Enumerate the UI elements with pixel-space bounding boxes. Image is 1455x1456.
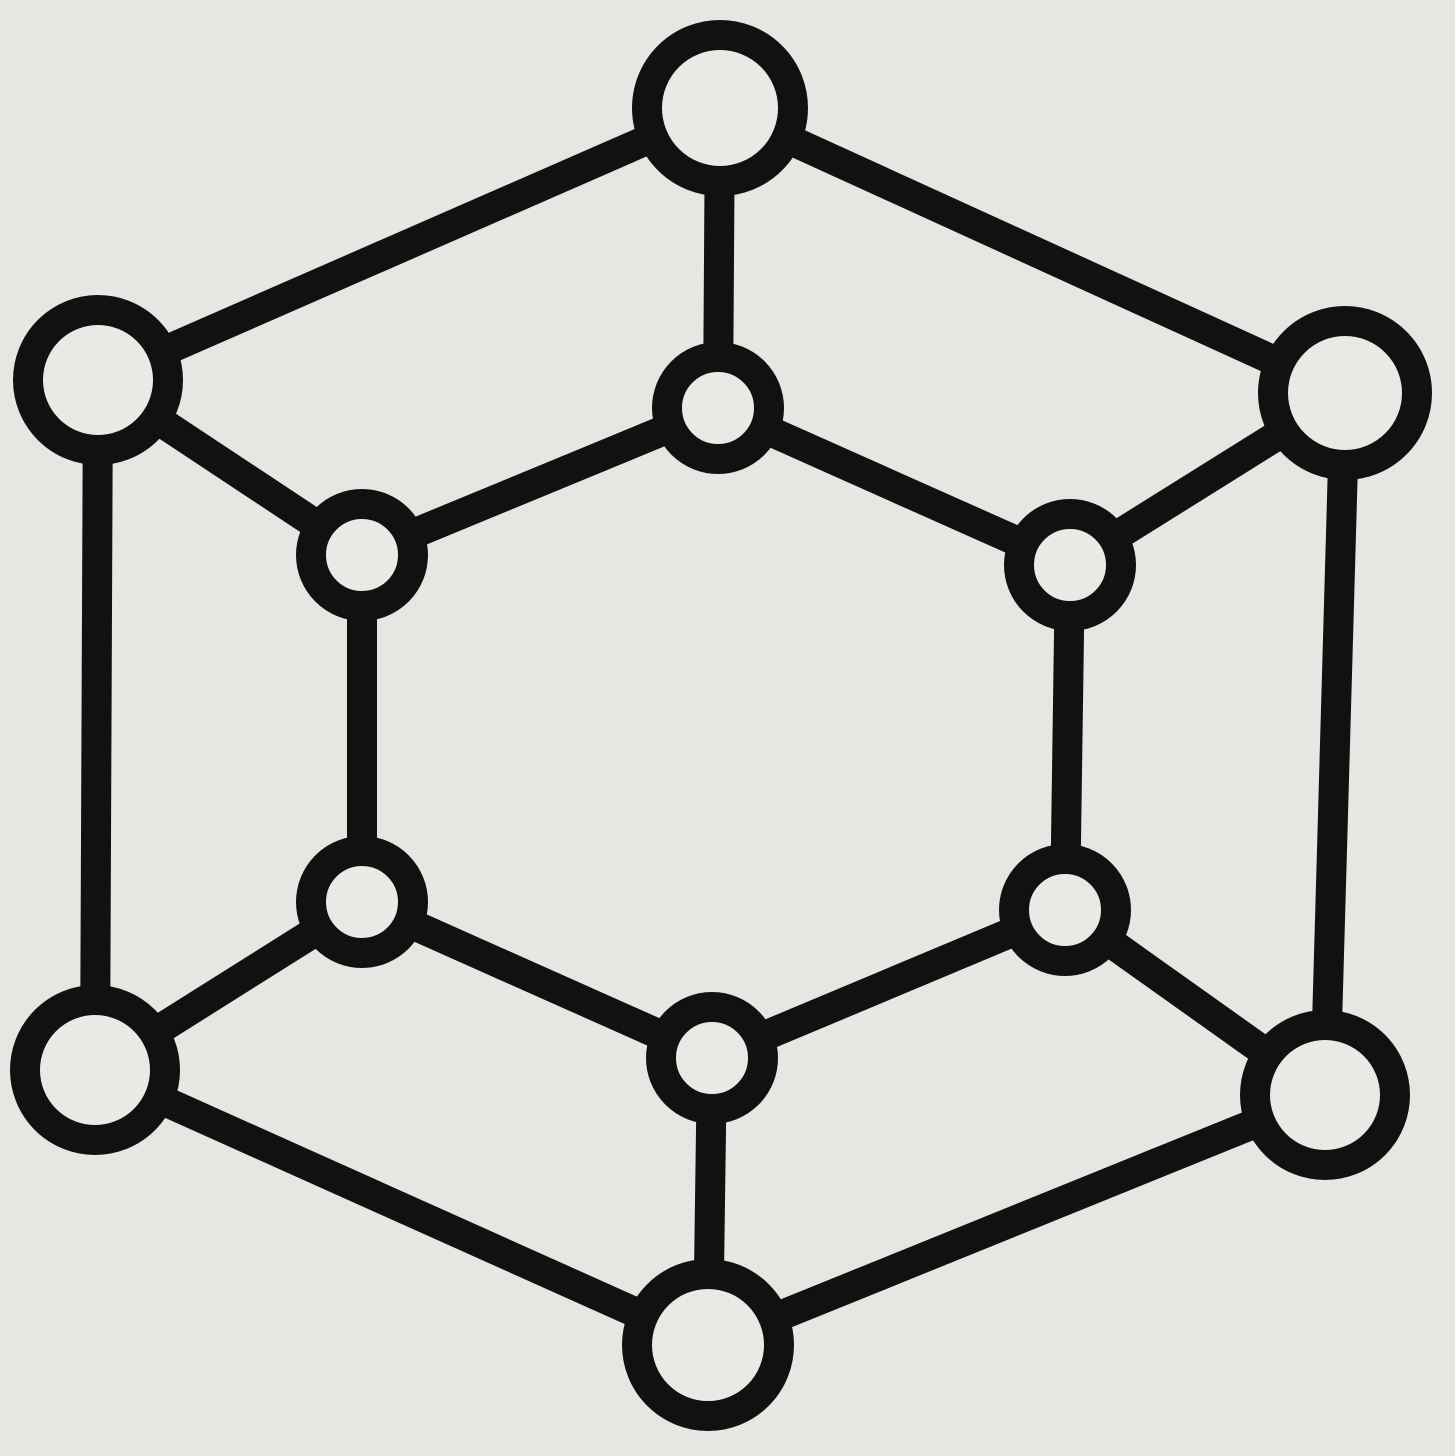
- edges-layer: [80, 93, 1360, 1360]
- edge-outer-top--outer-upper-right: [705, 93, 1360, 408]
- node-inner-lower-left: [296, 836, 428, 968]
- node-outer-upper-right: [1258, 306, 1432, 480]
- node-inner-upper-left: [296, 489, 428, 621]
- node-outer-top: [632, 20, 808, 196]
- edge-outer-upper-left--outer-lower-left: [80, 365, 113, 1085]
- node-outer-bottom: [622, 1259, 794, 1431]
- edge-outer-upper-right--outer-lower-right: [1310, 378, 1360, 1110]
- node-inner-bottom: [646, 992, 778, 1124]
- node-outer-lower-right: [1240, 1010, 1410, 1180]
- node-outer-upper-left: [13, 295, 183, 465]
- edge-outer-lower-right--outer-bottom: [693, 1080, 1340, 1360]
- node-inner-upper-right: [1004, 499, 1136, 631]
- edge-outer-top--outer-upper-left: [83, 93, 735, 395]
- edge-outer-lower-left--outer-bottom: [80, 1055, 723, 1360]
- node-outer-lower-left: [10, 985, 180, 1155]
- node-inner-top: [652, 342, 784, 474]
- node-inner-lower-right: [999, 844, 1131, 976]
- nodes-layer: [10, 20, 1432, 1431]
